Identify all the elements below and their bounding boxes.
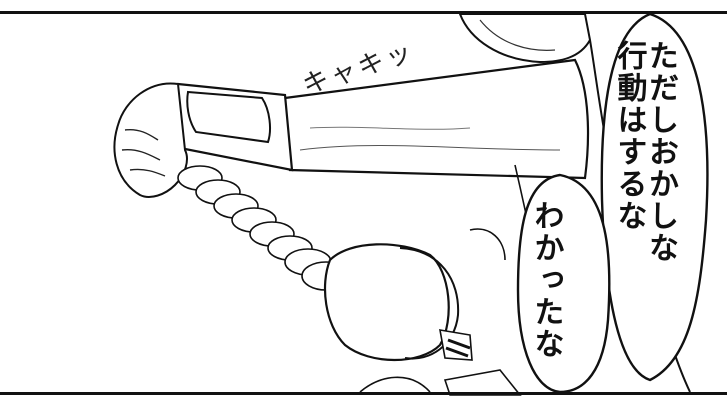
forearm-shade-2 (309, 126, 471, 130)
hand (113, 82, 188, 198)
forearm-shade (299, 145, 561, 151)
wristband-plate (186, 90, 271, 144)
sleeve-cloth (458, 13, 592, 64)
speech-line-1: ただしおかしな (643, 40, 678, 264)
speech-text-right: ただしおかしな 行動はするな (611, 40, 679, 360)
speech-bubble-right (600, 12, 709, 382)
coupling-ring (399, 247, 460, 360)
mechanical-parts (439, 329, 522, 396)
forearm (283, 58, 590, 180)
ribbed-hose (177, 165, 351, 291)
debris-left (359, 376, 431, 393)
speech-line-2: 行動はするな (611, 40, 647, 232)
finger-lines (121, 128, 166, 177)
panel-border-top (0, 11, 727, 14)
speech-text-mid: わかったな (528, 200, 564, 360)
panel-border-bottom (0, 392, 727, 395)
mechanical-stripes (445, 338, 471, 358)
cloth-fold (479, 19, 556, 51)
coupling-cylinder (323, 243, 450, 361)
debris-right (469, 228, 506, 261)
